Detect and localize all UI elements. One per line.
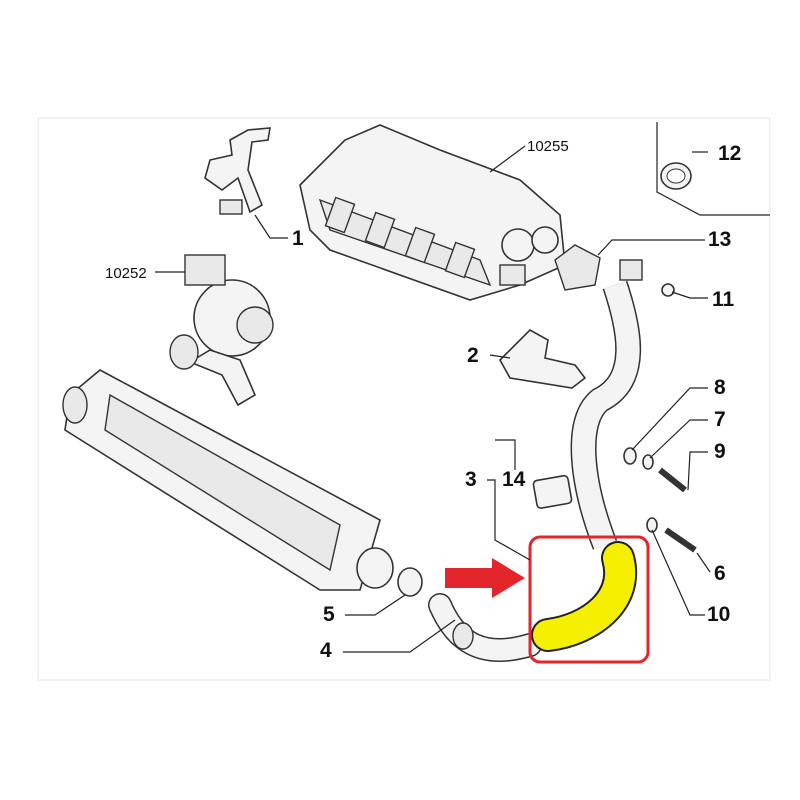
- callout-9: 9: [714, 440, 726, 463]
- callout-10: 10: [707, 603, 730, 626]
- callout-6: 6: [714, 562, 726, 585]
- turbocharger-10252: [169, 254, 274, 407]
- callout-10252: 10252: [105, 265, 147, 282]
- callout-10255: 10255: [527, 138, 569, 155]
- highlighted-hose: [531, 541, 637, 652]
- nut-11: [661, 283, 675, 297]
- callout-1: 1: [292, 227, 304, 250]
- bolt-9: [658, 467, 687, 493]
- intake-manifold-10255: [299, 124, 566, 301]
- callout-14: 14: [502, 468, 526, 491]
- callout-4: 4: [320, 639, 332, 662]
- washer-10: [646, 517, 658, 533]
- highlight-box: [528, 535, 650, 664]
- bracket-1: [204, 127, 271, 215]
- bolt-6: [664, 527, 697, 553]
- washer-7: [642, 454, 654, 470]
- washer-8: [623, 447, 637, 465]
- diagram-frame: [37, 117, 771, 681]
- callout-3: 3: [465, 468, 477, 491]
- callout-11: 11: [712, 288, 735, 311]
- callout-8: 8: [714, 376, 726, 399]
- callout-7: 7: [714, 408, 726, 431]
- sensor-14: [532, 474, 573, 509]
- clamp-12: [660, 162, 692, 190]
- inset-divider: [656, 122, 770, 216]
- intercooler: [62, 369, 394, 591]
- callout-2: 2: [467, 344, 479, 367]
- red-arrow-icon: [445, 558, 525, 598]
- callout-12: 12: [718, 142, 741, 165]
- pipe-3: [554, 244, 643, 550]
- leader-lines: [155, 145, 711, 653]
- callout-13: 13: [708, 228, 731, 251]
- callout-5: 5: [323, 603, 335, 626]
- hose-4: [397, 567, 542, 662]
- bracket-2: [499, 329, 587, 389]
